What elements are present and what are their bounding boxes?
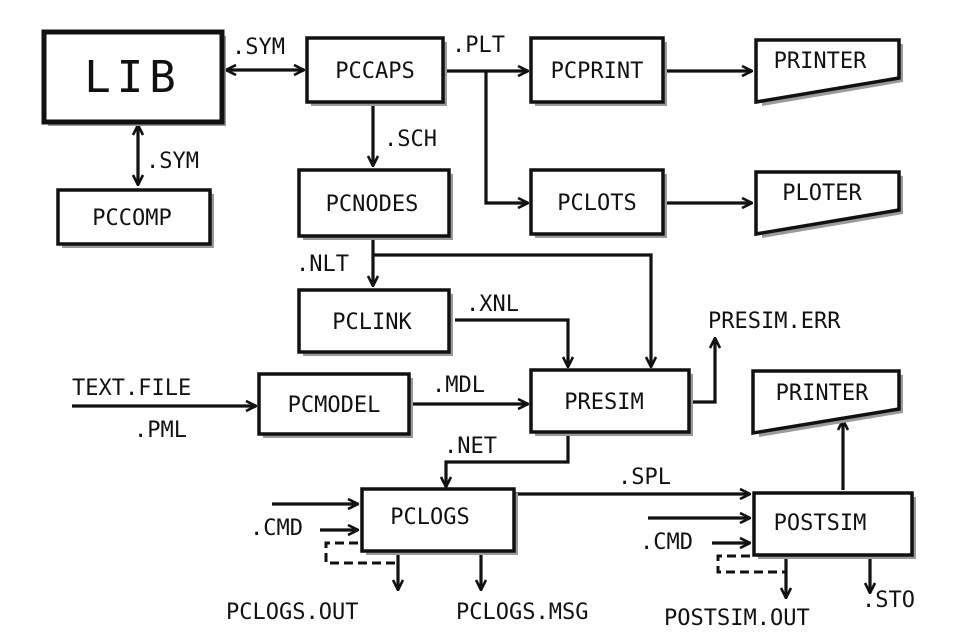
edge-pclink-presim (455, 318, 568, 367)
node-printer-top-label: PRINTER (774, 49, 867, 74)
label-pml: .PML (134, 418, 187, 443)
label-pcmodel-presim: .MDL (432, 373, 485, 398)
node-pcprint: PCPRINT (529, 36, 667, 106)
node-pccaps-label: PCCAPS (335, 59, 414, 84)
node-postsim-label: POSTSIM (774, 511, 867, 536)
node-pcnodes-label: PCNODES (326, 192, 419, 217)
node-printer-bottom-label: PRINTER (776, 381, 869, 406)
edge-labels: .SYM .PLT .SYM .SCH .NLT .XNL TEXT.FILE … (72, 33, 915, 631)
node-pccomp-label: PCCOMP (92, 206, 171, 231)
label-postsim-sto: .STO (862, 588, 915, 613)
label-pclogs-postsim: .SPL (618, 465, 671, 490)
label-lib-pccaps: .SYM (232, 35, 285, 60)
edge-pclogs-loop (324, 541, 398, 565)
node-pclink-label: PCLINK (332, 310, 412, 335)
label-pclink-presim: .XNL (466, 292, 519, 317)
node-pcprint-label: PCPRINT (551, 59, 644, 84)
label-lib-pccomp: .SYM (146, 149, 199, 174)
node-presim: PRESIM (529, 368, 693, 436)
node-pcmodel: PCMODEL (257, 372, 413, 438)
label-presim-pclogs: .NET (444, 434, 497, 459)
edge-presim-err (690, 338, 715, 404)
node-pcmodel-label: PCMODEL (288, 393, 381, 418)
node-printer-top: PRINTER (754, 38, 903, 106)
node-printer-bottom: PRINTER (751, 369, 903, 437)
edge-pcnodes-presim (373, 253, 651, 367)
node-ploter-label: PLOTER (782, 181, 862, 206)
edge-postsim-loop (716, 554, 786, 574)
node-pclots-label: PCLOTS (557, 191, 636, 216)
label-presim-err: PRESIM.ERR (708, 309, 841, 334)
node-presim-label: PRESIM (564, 390, 643, 415)
label-pclogs-out: PCLOGS.OUT (226, 600, 358, 625)
connectors (72, 70, 870, 598)
node-lib: LIB (41, 29, 226, 126)
label-postsim-out: POSTSIM.OUT (664, 606, 810, 631)
node-lib-label: LIB (84, 52, 181, 103)
label-pccaps-pcprint: .PLT (452, 33, 505, 58)
node-postsim: POSTSIM (752, 491, 916, 559)
node-pccomp: PCCOMP (56, 188, 214, 248)
edge-presim-pclogs (446, 432, 570, 487)
node-pclogs-label: PCLOGS (390, 505, 469, 530)
node-pccaps: PCCAPS (305, 36, 447, 106)
label-pccaps-pcnodes: .SCH (384, 127, 437, 152)
node-pclogs: PCLOGS (360, 487, 518, 555)
node-pcnodes: PCNODES (297, 168, 453, 240)
edge-pccaps-pclots (484, 71, 528, 203)
node-pclink: PCLINK (297, 288, 453, 356)
label-pclogs-msg: PCLOGS.MSG (456, 600, 588, 625)
label-pcnodes-pclink: .NLT (296, 252, 349, 277)
label-pclogs-cmd: .CMD (250, 516, 303, 541)
node-ploter: PLOTER (754, 170, 903, 238)
label-text-file: TEXT.FILE (72, 376, 191, 401)
label-postsim-cmd: .CMD (640, 530, 693, 555)
node-pclots: PCLOTS (529, 168, 667, 238)
